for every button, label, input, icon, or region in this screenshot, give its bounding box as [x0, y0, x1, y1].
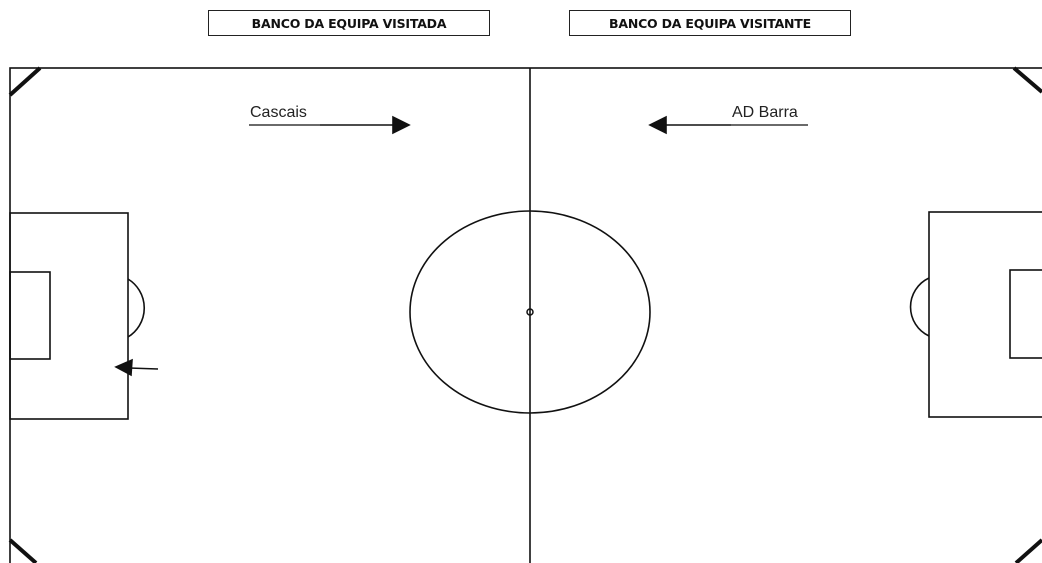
- pitch-boundary: [9, 67, 1042, 563]
- away-team-name: AD Barra: [732, 104, 798, 121]
- left-penalty-area: [9, 212, 129, 420]
- home-team-name: Cascais: [250, 104, 307, 121]
- incident-arrow-head: [114, 358, 133, 377]
- right-penalty-area: [928, 211, 1042, 418]
- away-bench-label: BANCO DA EQUIPA VISITANTE: [569, 10, 851, 36]
- centre-spot: [526, 308, 534, 316]
- incident-arrow-shaft: [128, 367, 159, 370]
- corner-mark-top-right: [1012, 66, 1042, 94]
- corner-mark-bottom-left: [8, 538, 38, 563]
- corner-mark-bottom-right: [1014, 538, 1042, 563]
- left-penalty-arc: [127, 278, 145, 338]
- corner-mark-top-left: [8, 66, 42, 97]
- home-bench-label: BANCO DA EQUIPA VISITADA: [208, 10, 490, 36]
- right-penalty-arc: [909, 277, 930, 337]
- right-goal-area: [1009, 269, 1042, 359]
- left-goal-area: [9, 271, 51, 360]
- home-attack-arrow-head: [392, 115, 411, 135]
- centre-circle: [409, 210, 651, 414]
- away-attack-arrow-head: [648, 115, 667, 135]
